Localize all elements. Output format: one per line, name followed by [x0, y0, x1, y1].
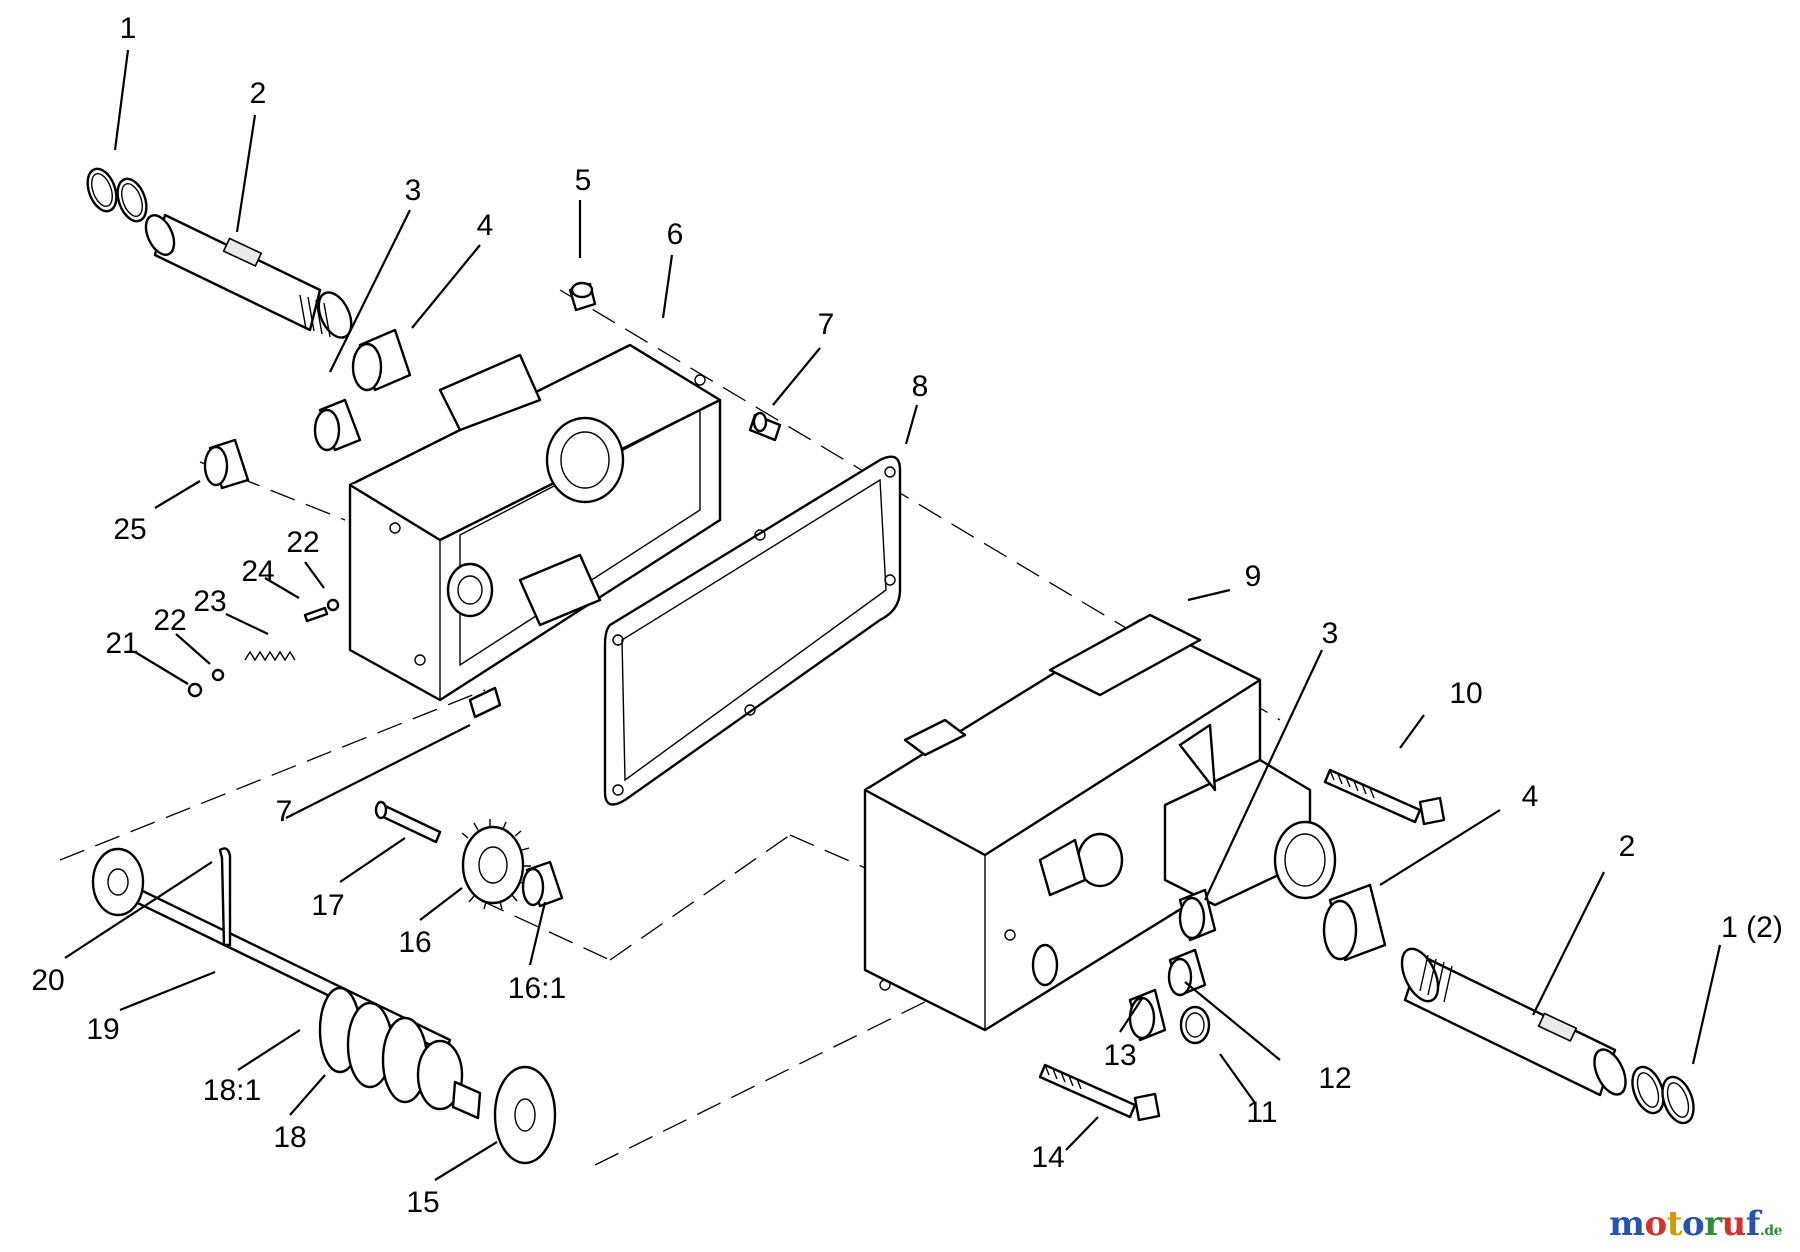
- callout-2: 2: [250, 77, 267, 110]
- callout-5: 5: [575, 164, 592, 197]
- small-fasteners-top: [568, 281, 782, 442]
- callout-3-right: 3: [1322, 617, 1339, 650]
- gasket: [603, 455, 902, 806]
- callout-25: 25: [113, 513, 146, 546]
- callout-17: 17: [311, 889, 344, 922]
- right-side-parts: [1038, 768, 1446, 1122]
- callout-2-right: 2: [1619, 830, 1636, 863]
- motoruf-watermark-logo: motoruf.de: [1609, 1204, 1782, 1244]
- watermark-letter: u: [1721, 1204, 1747, 1244]
- callout-18: 18: [273, 1121, 306, 1154]
- callout-12: 12: [1318, 1062, 1351, 1095]
- callout-18-1: 18:1: [203, 1074, 261, 1107]
- callout-11: 11: [1246, 1096, 1277, 1129]
- callout-7-top: 7: [818, 308, 835, 341]
- watermark-letter: o: [1644, 1204, 1668, 1244]
- lower-output-shaft-group: [1400, 947, 1695, 1125]
- callout-7-lower: 7: [276, 795, 293, 828]
- callout-13: 13: [1103, 1039, 1136, 1072]
- watermark-letter: r: [1704, 1204, 1722, 1244]
- callout-19: 19: [86, 1013, 119, 1046]
- watermark-letter: f: [1745, 1204, 1761, 1244]
- watermark-letter: o: [1681, 1204, 1705, 1244]
- callout-3: 3: [405, 174, 422, 207]
- callout-20: 20: [31, 964, 64, 997]
- callout-16-1: 16:1: [508, 972, 566, 1005]
- callout-23: 23: [193, 585, 226, 618]
- watermark-letter: t: [1666, 1204, 1683, 1244]
- watermark-letter: m: [1609, 1204, 1645, 1244]
- watermark-suffix: .de: [1759, 1223, 1783, 1239]
- idler-gear-group: [374, 800, 564, 910]
- callout-21: 21: [105, 627, 138, 660]
- left-housing: [348, 343, 722, 719]
- callout-15: 15: [406, 1186, 439, 1219]
- detent-parts: [187, 598, 340, 698]
- callout-4: 4: [477, 209, 494, 242]
- upper-input-shaft-group: [86, 167, 353, 339]
- callout-labels: 1 2 3 4 5 6 7 8 25 22 24 23 22 21 7 9 3 …: [31, 12, 1783, 1219]
- callout-14: 14: [1031, 1141, 1064, 1174]
- leader-lines: [64, 49, 1722, 1181]
- callout-1: 1: [120, 12, 137, 45]
- callout-22-lower: 22: [153, 604, 186, 637]
- callout-24: 24: [241, 555, 274, 588]
- callout-22-upper: 22: [286, 526, 319, 559]
- callout-9: 9: [1245, 560, 1262, 593]
- callout-4-right: 4: [1522, 780, 1539, 813]
- callout-8: 8: [912, 370, 929, 403]
- callout-1-qty-2: 1 (2): [1721, 911, 1783, 944]
- right-housing: [863, 613, 1337, 1032]
- callout-10: 10: [1449, 677, 1482, 710]
- countershaft-group: [91, 847, 557, 1165]
- upper-bushings: [203, 328, 412, 490]
- callout-6: 6: [667, 218, 684, 251]
- callout-16: 16: [398, 926, 431, 959]
